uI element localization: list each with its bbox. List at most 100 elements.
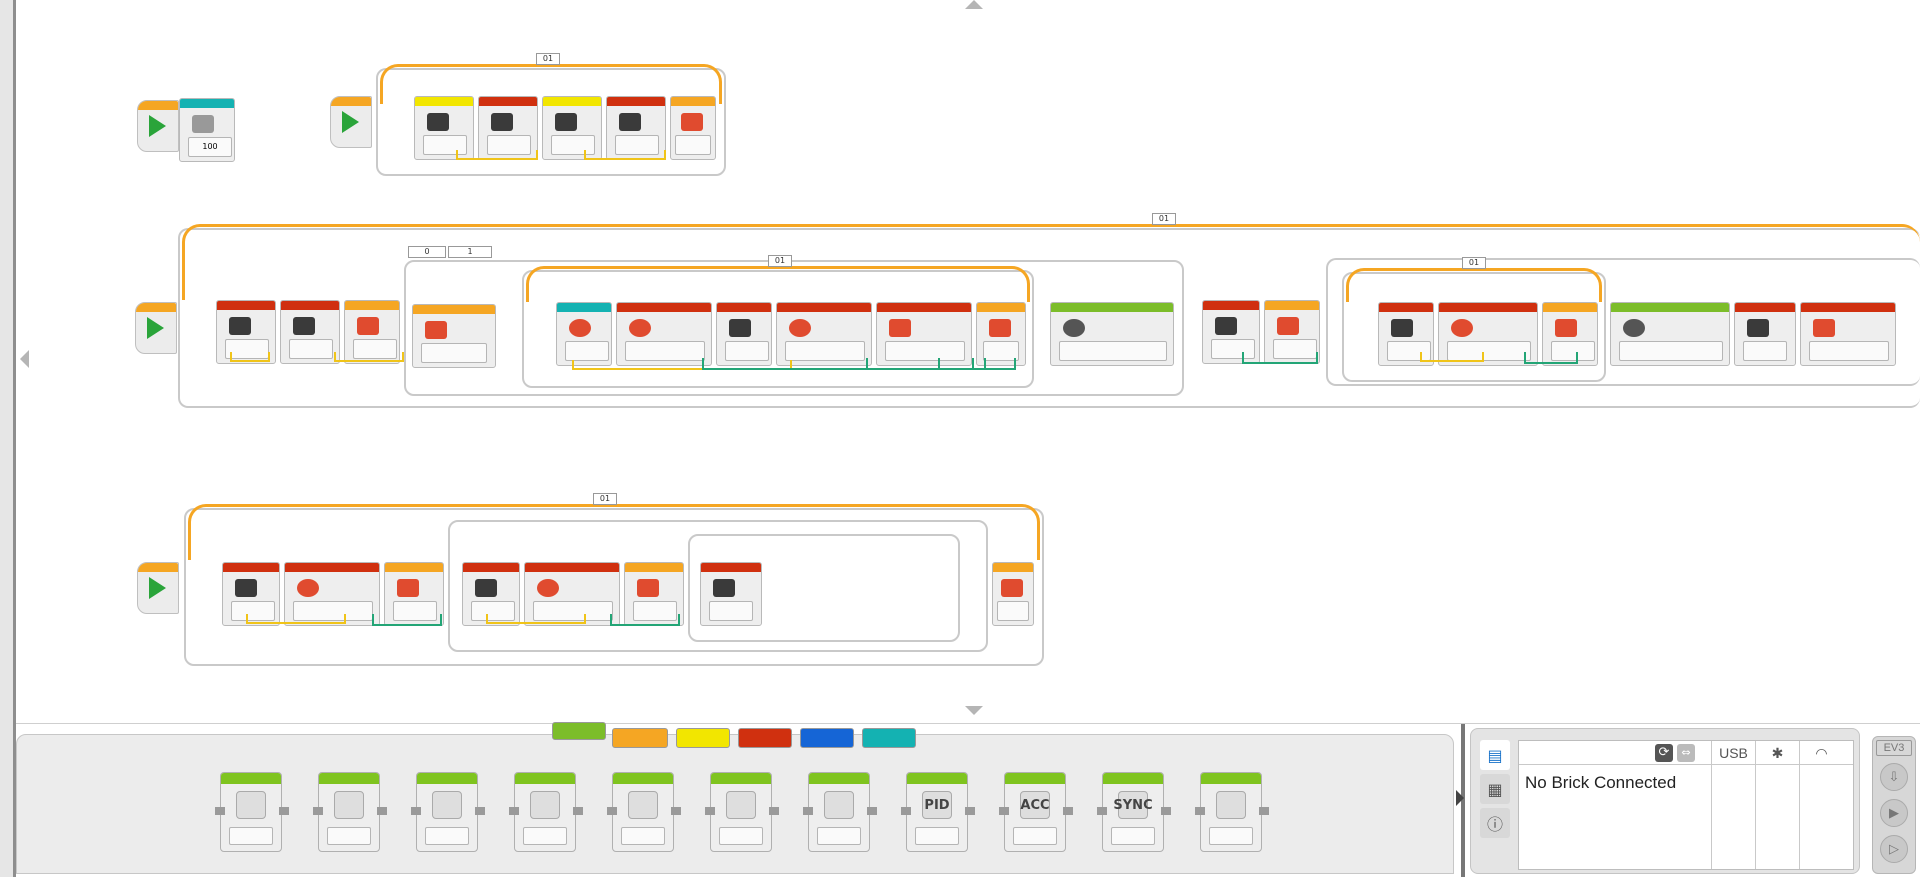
acc-icon: ACC xyxy=(1020,791,1050,819)
start-block[interactable] xyxy=(137,100,179,152)
wait-block[interactable]: 100 xyxy=(179,98,235,162)
compare-block[interactable] xyxy=(1438,302,1538,366)
loop-container[interactable] xyxy=(1342,272,1606,382)
timer-block[interactable] xyxy=(412,304,496,368)
compare-block[interactable] xyxy=(776,302,872,366)
compare-block[interactable] xyxy=(616,302,712,366)
programming-canvas[interactable]: 100 01 01 0 1 01 xyxy=(16,0,1920,724)
loop-interrupt-block[interactable] xyxy=(384,562,444,626)
bluetooth-icon: ✱ xyxy=(1771,745,1784,761)
palette-tab-action[interactable] xyxy=(552,722,606,740)
palette-block-move-tank[interactable] xyxy=(509,772,583,852)
loop-end-block[interactable] xyxy=(1542,302,1598,366)
palette-block-brick-status-light[interactable] xyxy=(803,772,877,852)
palette-tab-data[interactable] xyxy=(738,728,792,748)
switch-container[interactable] xyxy=(688,534,960,642)
download-and-run-selected-icon[interactable]: ▷ xyxy=(1880,835,1908,863)
bluetooth-column: ✱ xyxy=(1755,741,1799,869)
loop-end-block[interactable] xyxy=(992,562,1034,626)
variable-block[interactable] xyxy=(1202,300,1260,364)
variable-block[interactable] xyxy=(222,562,280,626)
loop-label[interactable]: 01 xyxy=(536,53,560,65)
medium-motor-icon xyxy=(236,791,266,819)
scroll-left-arrow-icon[interactable] xyxy=(20,350,29,368)
wifi-icon: ◠ xyxy=(1815,745,1828,761)
variable-block[interactable] xyxy=(1734,302,1796,366)
brick-status-light-icon xyxy=(824,791,854,819)
loop-interrupt-block[interactable] xyxy=(344,300,400,364)
loop-interrupt-block[interactable] xyxy=(1264,300,1320,364)
sound-block[interactable] xyxy=(1610,302,1730,366)
scroll-down-arrow-icon[interactable] xyxy=(965,706,983,715)
sync-icon[interactable]: ⇔ xyxy=(1677,744,1695,762)
sync-icon: SYNC xyxy=(1113,791,1153,819)
loop-header xyxy=(526,266,1030,302)
loop-interrupt-block[interactable] xyxy=(624,562,684,626)
variable-block[interactable] xyxy=(216,300,276,364)
palette-block-display[interactable] xyxy=(607,772,681,852)
palette-block-pid[interactable]: PID xyxy=(901,772,975,852)
play-icon xyxy=(149,115,166,137)
start-block[interactable] xyxy=(135,302,177,354)
palette-tab-advanced[interactable] xyxy=(800,728,854,748)
palette-tab-flow[interactable] xyxy=(612,728,668,748)
palette-block-medium-motor[interactable] xyxy=(215,772,289,852)
available-bricks-tab-icon[interactable]: ⓘ xyxy=(1480,808,1510,838)
loop-header xyxy=(188,504,1040,560)
math-block[interactable] xyxy=(1800,302,1896,366)
variable-write-block[interactable] xyxy=(606,96,666,160)
scroll-up-arrow-icon[interactable] xyxy=(965,0,983,9)
palette-block-acc[interactable]: ACC xyxy=(999,772,1073,852)
loop-label[interactable]: 01 xyxy=(1152,213,1176,225)
compare-block[interactable] xyxy=(284,562,380,626)
variable-block[interactable] xyxy=(1378,302,1434,366)
palette-block-move-steering[interactable] xyxy=(411,772,485,852)
sound-icon xyxy=(726,791,756,819)
download-icon[interactable]: ⇩ xyxy=(1880,763,1908,791)
switch-container[interactable] xyxy=(448,520,988,652)
variable-block[interactable] xyxy=(280,300,340,364)
palette-block-sync[interactable]: SYNC xyxy=(1097,772,1171,852)
loop-container[interactable] xyxy=(522,270,1034,388)
palette-tab-sensor[interactable] xyxy=(676,728,730,748)
variable-block[interactable] xyxy=(700,562,762,626)
start-block[interactable] xyxy=(330,96,372,148)
variable-block[interactable] xyxy=(462,562,520,626)
switch-case-tab[interactable]: 1 xyxy=(448,246,492,258)
refresh-icon[interactable]: ⟳ xyxy=(1655,744,1673,762)
palette-block-sound[interactable] xyxy=(705,772,779,852)
loop-container[interactable] xyxy=(178,228,1920,408)
loop-container[interactable] xyxy=(184,508,1044,666)
loop-container[interactable] xyxy=(376,68,726,176)
sound-block[interactable] xyxy=(1050,302,1174,366)
switch-container[interactable] xyxy=(404,260,1184,396)
compare-block[interactable] xyxy=(524,562,620,626)
logic-block[interactable] xyxy=(876,302,972,366)
move-steering-icon xyxy=(432,791,462,819)
switch-container[interactable] xyxy=(1326,258,1920,386)
palette-tab-my-blocks[interactable] xyxy=(862,728,916,748)
loop-end-block[interactable] xyxy=(976,302,1026,366)
usb-label: USB xyxy=(1719,745,1748,761)
palette-block-large-motor[interactable] xyxy=(313,772,387,852)
play-icon xyxy=(147,317,164,339)
switch-case-tab[interactable]: 0 xyxy=(408,246,446,258)
loop-label[interactable]: 01 xyxy=(593,493,617,505)
usb-column: USB xyxy=(1711,741,1755,869)
play-icon xyxy=(342,111,359,133)
palette-block-add[interactable] xyxy=(1195,772,1269,852)
brick-status-text: No Brick Connected xyxy=(1525,773,1677,792)
hardware-header xyxy=(1519,741,1853,765)
variable-write-block[interactable] xyxy=(478,96,538,160)
loop-label[interactable]: 01 xyxy=(1462,257,1486,269)
loop-label[interactable]: 01 xyxy=(768,255,792,267)
port-view-tab-icon[interactable]: ▦ xyxy=(1480,774,1510,804)
loop-end-block[interactable] xyxy=(670,96,716,160)
hardware-page-toggle[interactable] xyxy=(1456,790,1466,808)
brick-info-tab-icon[interactable]: ▤ xyxy=(1480,740,1510,770)
download-and-run-icon[interactable]: ▶ xyxy=(1880,799,1908,827)
switch-block[interactable] xyxy=(556,302,612,366)
start-block[interactable] xyxy=(137,562,179,614)
variable-block[interactable] xyxy=(716,302,772,366)
